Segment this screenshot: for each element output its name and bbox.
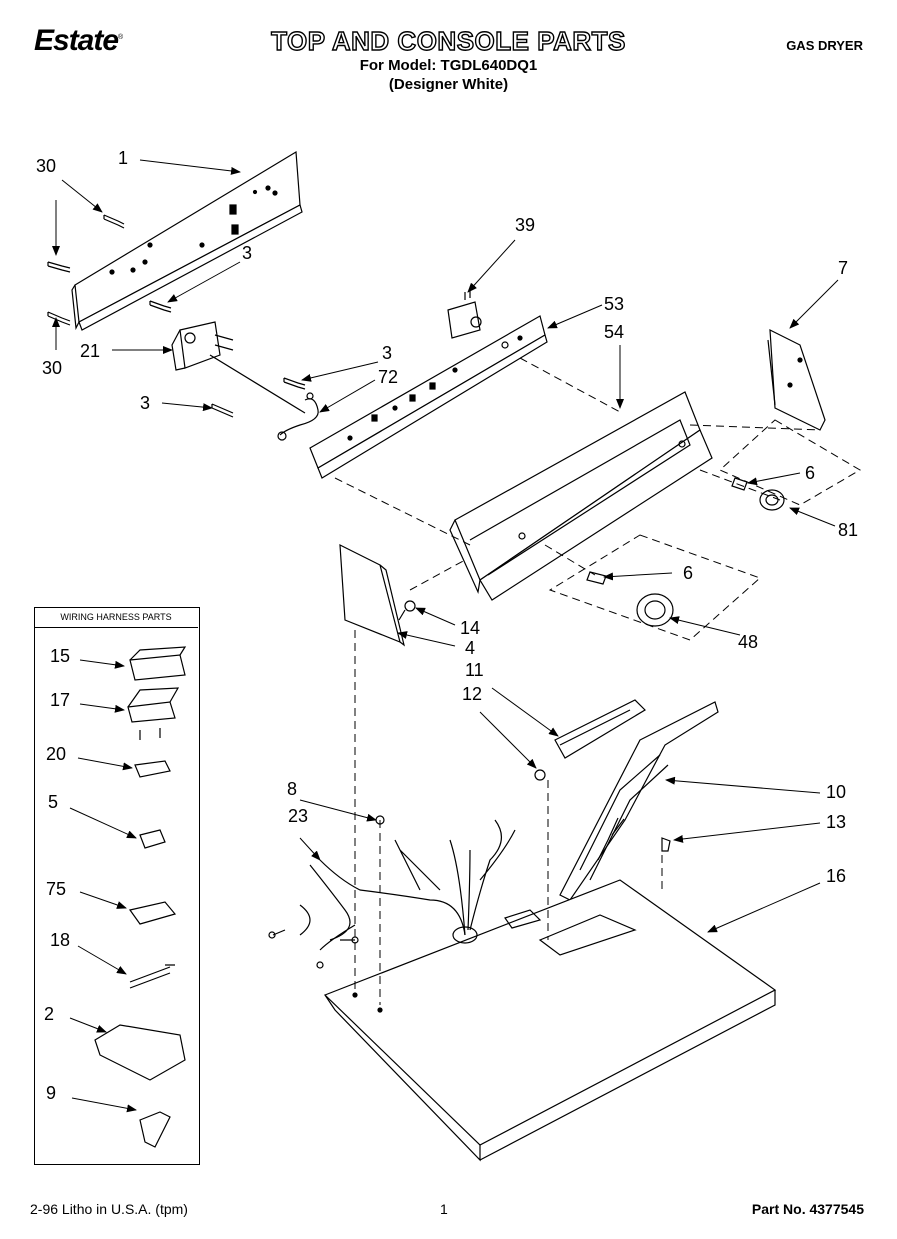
footer-page-number: 1: [440, 1201, 448, 1217]
page-title: TOP AND CONSOLE PARTS: [270, 25, 626, 56]
callout-14: 14: [460, 618, 481, 638]
part-39-switch: [447, 290, 482, 339]
callout-18: 18: [50, 930, 71, 950]
callout-6-b: 6: [683, 563, 694, 583]
part-7-endcap: [767, 328, 826, 431]
callout-10: 10: [826, 782, 847, 802]
part-16-top: [323, 879, 777, 1162]
callout-39: 39: [515, 215, 536, 235]
callout-11: 11: [465, 660, 484, 680]
callout-3-a: 3: [242, 243, 253, 263]
callout-72: 72: [378, 367, 399, 387]
part-23-harness: [268, 815, 516, 969]
color-line: (Designer White): [388, 76, 509, 93]
callout-20: 20: [46, 744, 67, 764]
knob-parts: [586, 477, 785, 627]
footer-litho: 2-96 Litho in U.S.A. (tpm): [30, 1201, 188, 1217]
callout-4: 4: [465, 638, 476, 658]
callout-5: 5: [48, 792, 59, 812]
callout-6-a: 6: [805, 463, 816, 483]
callout-75: 75: [46, 879, 67, 899]
callout-3-b: 3: [382, 343, 393, 363]
callout-54: 54: [604, 322, 625, 342]
part-54-console: [449, 391, 713, 601]
part-21-switch: [171, 321, 306, 414]
callout-81: 81: [838, 520, 859, 540]
footer-part-number: Part No. 4377545: [751, 1201, 864, 1217]
callout-23: 23: [288, 806, 309, 826]
callout-13: 13: [826, 812, 847, 832]
part-72-wire: [277, 392, 319, 441]
harness-box-title: WIRING HARNESS PARTS: [34, 607, 198, 628]
callout-1: 1: [118, 148, 129, 168]
callout-9: 9: [46, 1083, 57, 1103]
harness-parts-box: [34, 607, 200, 1165]
callout-30-bottom: 30: [42, 358, 63, 378]
callout-21: 21: [80, 341, 101, 361]
callout-17: 17: [50, 690, 71, 710]
callout-16: 16: [826, 866, 847, 886]
model-line: For Model: TGDL640DQ1: [359, 57, 538, 74]
callout-3-c: 3: [140, 393, 151, 413]
part-53-bracket: [309, 315, 548, 479]
callout-arrows: [52, 159, 839, 1113]
part-1-panel: [71, 150, 303, 331]
brand-logo: Estate®: [34, 24, 123, 57]
callout-8: 8: [287, 779, 298, 799]
harness-part-icons: [94, 646, 187, 1148]
callout-48: 48: [738, 632, 759, 652]
callout-2: 2: [44, 1004, 55, 1024]
product-type: GAS DRYER: [786, 38, 863, 53]
callout-12: 12: [462, 684, 483, 704]
alignment-lines: [334, 357, 861, 1005]
callout-7: 7: [838, 258, 849, 278]
callout-30-top: 30: [36, 156, 57, 176]
part-4-bracket: [339, 543, 416, 647]
part-10-11-vent: [534, 699, 719, 901]
callout-15: 15: [50, 646, 71, 666]
callout-53: 53: [604, 294, 625, 314]
